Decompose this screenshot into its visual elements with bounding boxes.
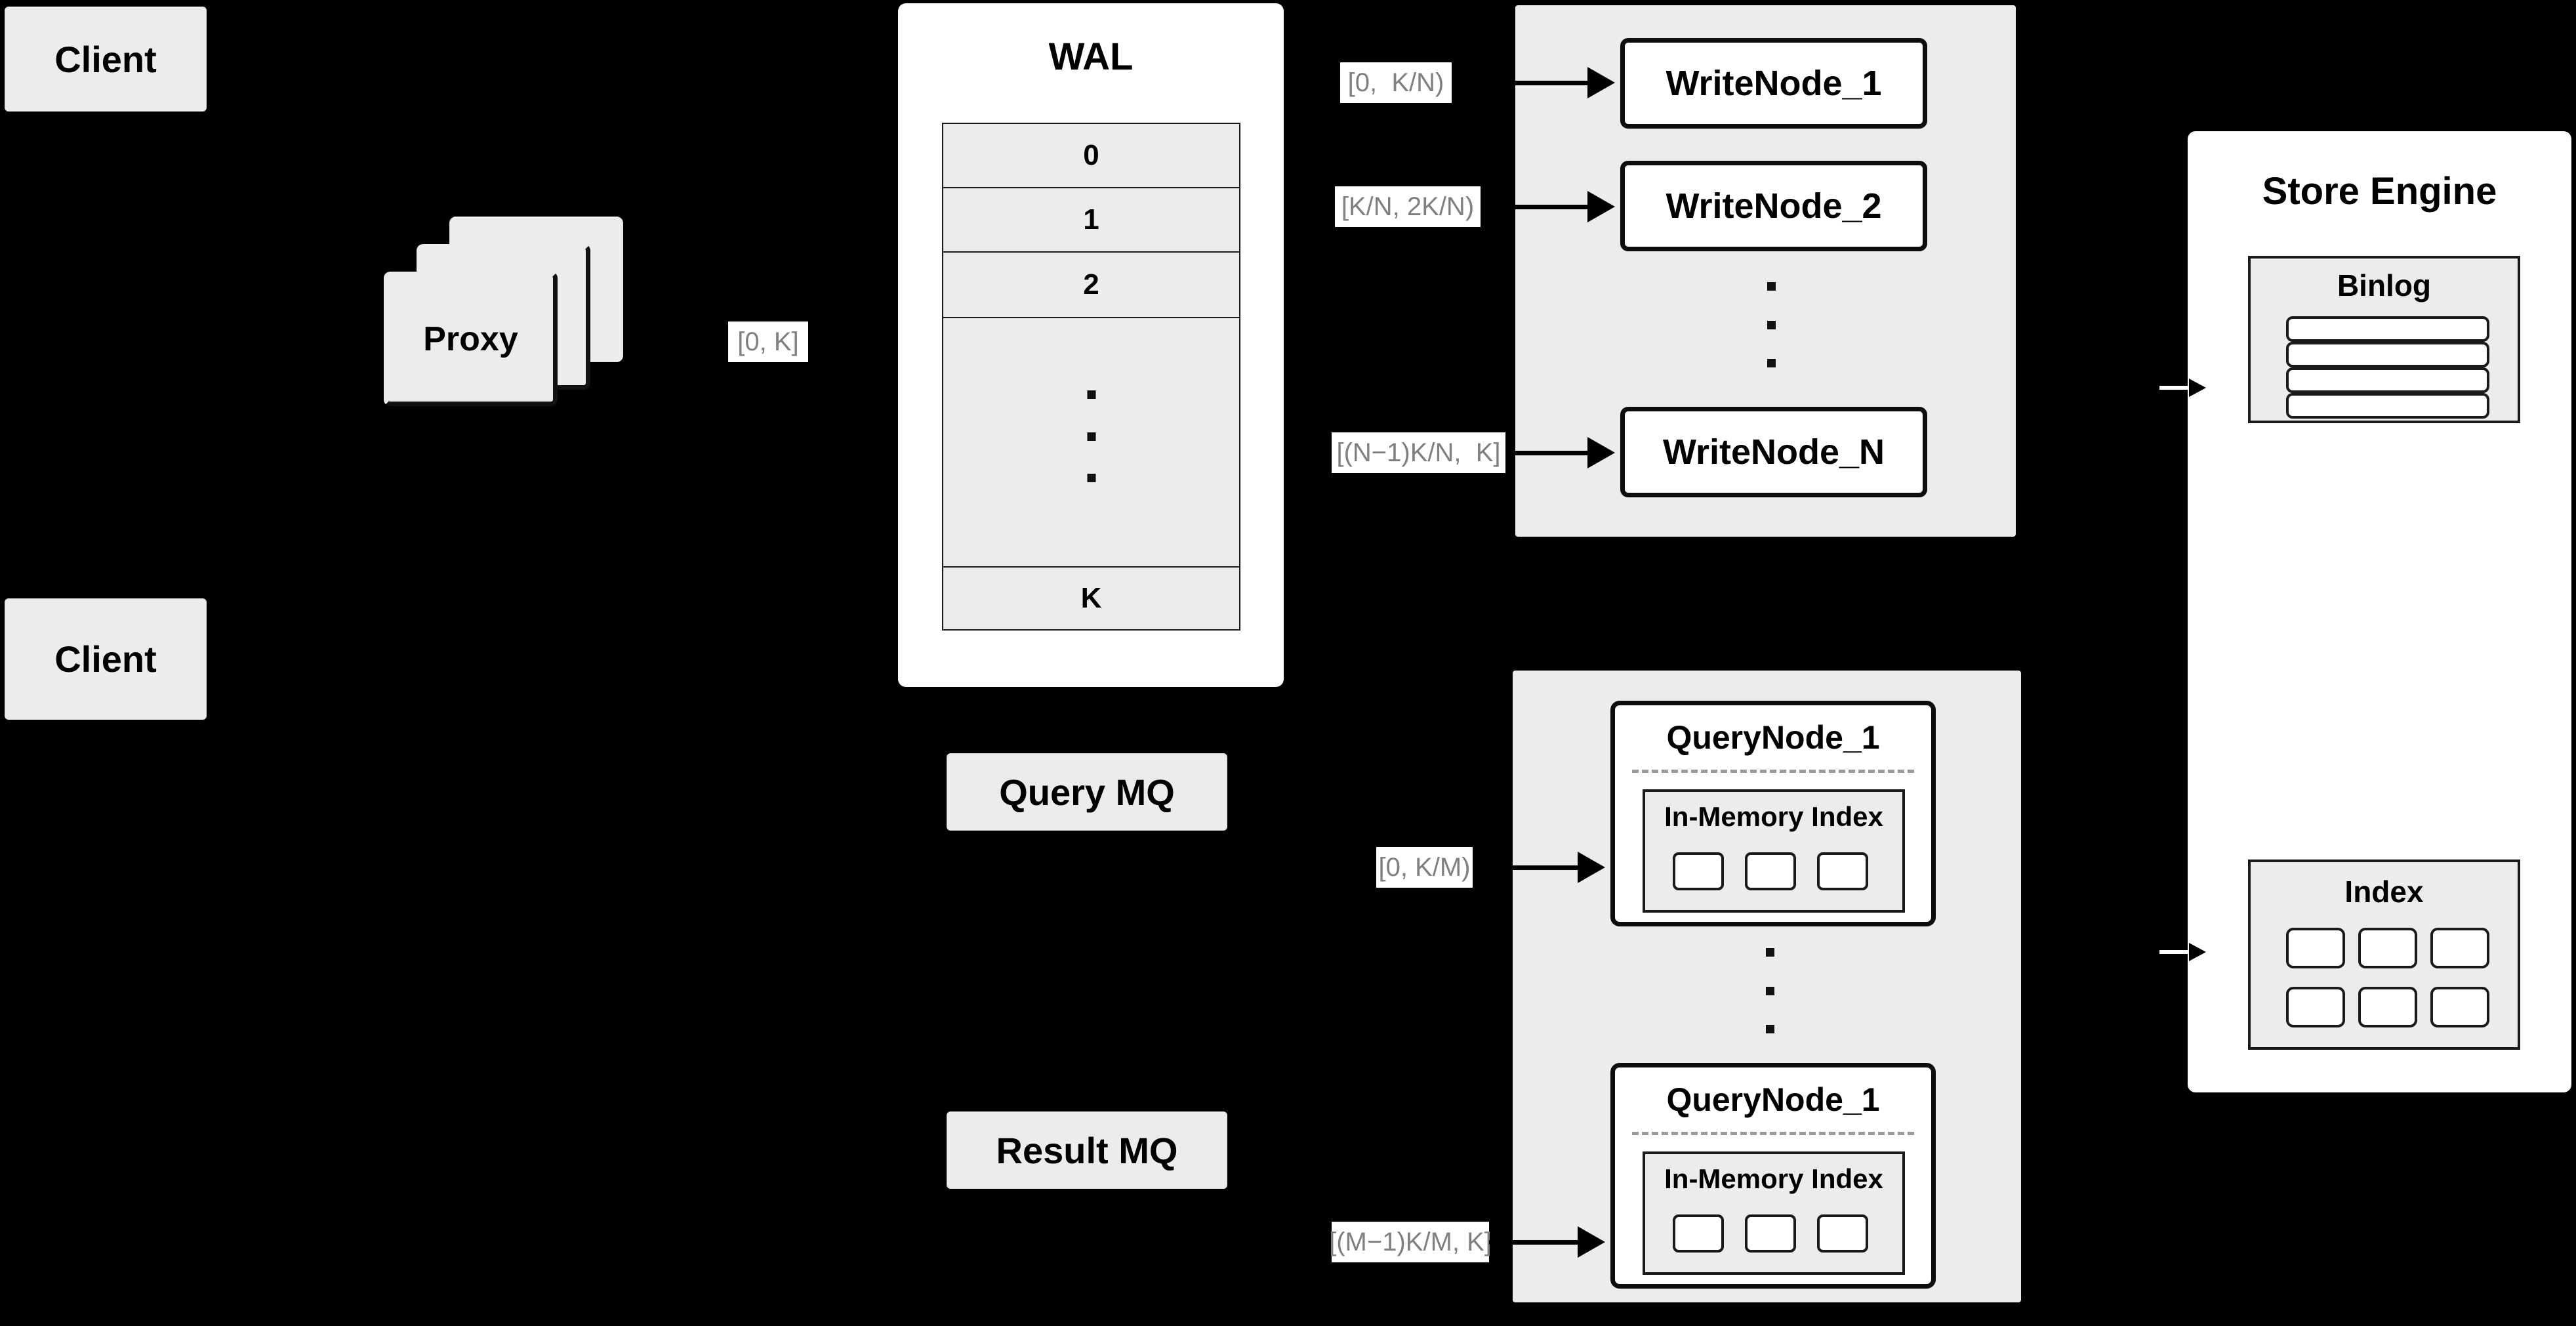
range-label-write-node-1: [0, K/N) bbox=[1340, 62, 1452, 103]
range-label-write-node-n: [(N−1)K/N, K] bbox=[1332, 432, 1505, 473]
range-label-proxy-to-wal-text: [0, K] bbox=[737, 327, 799, 356]
write-node-2[interactable]: WriteNode_2 bbox=[1620, 161, 1927, 251]
binlog-row-2[interactable] bbox=[2286, 342, 2489, 367]
arrow-line-to-binlog bbox=[2159, 386, 2198, 390]
wal-cell-ellipsis bbox=[942, 318, 1240, 568]
wal-container: WAL 0 1 2 K bbox=[898, 3, 1284, 687]
query-node-ellipsis bbox=[1766, 948, 1774, 1033]
query-mq-box[interactable]: Query MQ bbox=[947, 753, 1227, 831]
binlog-title-text: Binlog bbox=[2337, 268, 2432, 302]
index-title: Index bbox=[2251, 874, 2518, 909]
result-mq-box[interactable]: Result MQ bbox=[947, 1111, 1227, 1189]
wal-title: WAL bbox=[898, 35, 1284, 79]
arrow-head-to-binlog-inner bbox=[2189, 379, 2206, 397]
wal-title-text: WAL bbox=[1048, 35, 1134, 78]
arrow-head-to-write-node-2 bbox=[1587, 191, 1615, 222]
range-label-query-node-1-text: [0, K/M) bbox=[1378, 852, 1471, 882]
query-node-m-imi-chip-1[interactable] bbox=[1673, 1214, 1724, 1253]
binlog-panel: Binlog bbox=[2248, 256, 2520, 423]
binlog-row-4[interactable] bbox=[2286, 393, 2489, 419]
wal-cell-0[interactable]: 0 bbox=[943, 124, 1239, 188]
client-box-2[interactable]: Client bbox=[5, 598, 207, 720]
index-chip-6[interactable] bbox=[2430, 987, 2489, 1027]
arrow-line-to-write-node-2 bbox=[1481, 205, 1587, 209]
query-node-m-imi-chip-3[interactable] bbox=[1817, 1214, 1868, 1253]
write-node-1-label: WriteNode_1 bbox=[1666, 64, 1882, 103]
range-label-query-node-m: [(M−1)K/M, K] bbox=[1329, 1222, 1492, 1262]
index-chip-2[interactable] bbox=[2358, 928, 2417, 968]
query-node-1-imi-title-text: In-Memory Index bbox=[1664, 801, 1883, 832]
wal-ellipsis-dots bbox=[1087, 390, 1095, 482]
range-label-proxy-to-wal: [0, K] bbox=[728, 321, 808, 362]
query-node-m-imi-title-text: In-Memory Index bbox=[1664, 1163, 1883, 1194]
wal-cell-2-label: 2 bbox=[1083, 268, 1099, 300]
arrow-head-to-query-node-m bbox=[1578, 1226, 1605, 1258]
write-node-ellipsis bbox=[1767, 282, 1776, 367]
arrow-head-to-index-inner bbox=[2189, 943, 2206, 961]
query-node-1-title-text: QueryNode_1 bbox=[1666, 719, 1880, 756]
proxy-card-front[interactable]: Proxy bbox=[384, 272, 558, 406]
arrow-line-to-write-node-n bbox=[1505, 451, 1587, 455]
query-node-m-in-memory-index: In-Memory Index bbox=[1643, 1151, 1905, 1275]
query-mq-label: Query MQ bbox=[999, 771, 1175, 813]
arrow-line-to-query-node-m bbox=[1489, 1240, 1578, 1245]
proxy-stack[interactable]: Proxy bbox=[384, 217, 659, 433]
index-panel: Index bbox=[2248, 860, 2520, 1050]
binlog-title: Binlog bbox=[2251, 268, 2518, 303]
write-node-2-label: WriteNode_2 bbox=[1666, 186, 1882, 226]
query-node-1-imi-chip-1[interactable] bbox=[1673, 852, 1724, 890]
range-label-write-node-2-text: [K/N, 2K/N) bbox=[1341, 192, 1475, 221]
binlog-row-3[interactable] bbox=[2286, 367, 2489, 393]
query-node-1-imi-chip-3[interactable] bbox=[1817, 852, 1868, 890]
query-node-1-imi-chip-2[interactable] bbox=[1745, 852, 1796, 890]
range-label-query-node-1: [0, K/M) bbox=[1376, 847, 1473, 888]
arrow-head-to-query-node-1 bbox=[1578, 852, 1605, 883]
store-engine-title-text: Store Engine bbox=[2262, 170, 2497, 213]
wal-entry-stack: 0 1 2 bbox=[942, 123, 1240, 318]
index-chip-3[interactable] bbox=[2430, 928, 2489, 968]
store-engine-container: Store Engine Binlog Index bbox=[2188, 131, 2571, 1092]
proxy-label: Proxy bbox=[423, 320, 518, 358]
index-chip-1[interactable] bbox=[2286, 928, 2345, 968]
query-node-m[interactable]: QueryNode_1 In-Memory Index bbox=[1610, 1063, 1936, 1289]
client-label-1: Client bbox=[54, 38, 157, 80]
index-chip-4[interactable] bbox=[2286, 987, 2345, 1027]
client-box-1[interactable]: Client bbox=[5, 7, 207, 112]
arrow-head-to-write-node-1 bbox=[1587, 67, 1615, 98]
binlog-row-1[interactable] bbox=[2286, 316, 2489, 342]
result-mq-label: Result MQ bbox=[996, 1129, 1178, 1171]
write-node-n-label: WriteNode_N bbox=[1662, 432, 1885, 472]
arrow-line-to-query-node-1 bbox=[1473, 865, 1578, 870]
query-node-1-in-memory-index: In-Memory Index bbox=[1643, 789, 1905, 913]
index-chip-5[interactable] bbox=[2358, 987, 2417, 1027]
store-engine-title: Store Engine bbox=[2188, 169, 2571, 213]
query-node-1-title: QueryNode_1 bbox=[1615, 718, 1931, 756]
query-node-1-divider bbox=[1632, 770, 1914, 773]
wal-cell-k[interactable]: K bbox=[942, 568, 1240, 631]
wal-cell-k-label: K bbox=[1080, 582, 1102, 614]
write-node-n[interactable]: WriteNode_N bbox=[1620, 407, 1927, 497]
write-node-1[interactable]: WriteNode_1 bbox=[1620, 38, 1927, 129]
wal-cell-1[interactable]: 1 bbox=[943, 188, 1239, 253]
wal-cell-k-inner: K bbox=[943, 568, 1239, 629]
query-node-m-imi-title: In-Memory Index bbox=[1645, 1163, 1902, 1195]
range-label-write-node-n-text: [(N−1)K/N, K] bbox=[1336, 438, 1501, 467]
query-node-m-divider bbox=[1632, 1132, 1914, 1135]
query-node-m-imi-chip-2[interactable] bbox=[1745, 1214, 1796, 1253]
arrow-head-to-write-node-n bbox=[1587, 437, 1615, 468]
query-node-m-title: QueryNode_1 bbox=[1615, 1081, 1931, 1119]
query-node-1[interactable]: QueryNode_1 In-Memory Index bbox=[1610, 701, 1936, 926]
query-node-1-imi-title: In-Memory Index bbox=[1645, 801, 1902, 833]
wal-cell-0-label: 0 bbox=[1083, 138, 1099, 171]
arrow-line-to-index bbox=[2159, 950, 2198, 954]
range-label-query-node-m-text: [(M−1)K/M, K] bbox=[1329, 1227, 1492, 1256]
wal-cell-1-label: 1 bbox=[1083, 203, 1099, 236]
range-label-write-node-2: [K/N, 2K/N) bbox=[1335, 186, 1481, 227]
range-label-write-node-1-text: [0, K/N) bbox=[1347, 68, 1444, 97]
arrow-line-to-write-node-1 bbox=[1452, 81, 1587, 85]
wal-cell-2[interactable]: 2 bbox=[943, 253, 1239, 317]
index-title-text: Index bbox=[2344, 875, 2424, 909]
query-node-m-title-text: QueryNode_1 bbox=[1666, 1081, 1880, 1118]
client-label-2: Client bbox=[54, 638, 157, 680]
